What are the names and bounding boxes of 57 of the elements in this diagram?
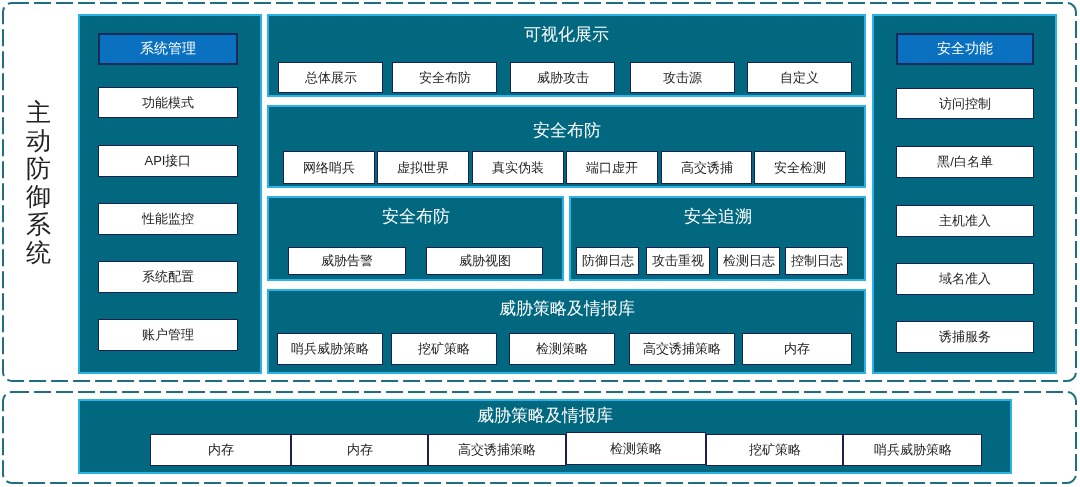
feature-box: 内存	[150, 434, 291, 466]
feature-box: 诱捕服务	[896, 321, 1034, 353]
module-panel	[267, 196, 564, 281]
feature-box: 黑/白名单	[896, 146, 1034, 178]
feature-box: 性能监控	[98, 203, 238, 235]
feature-box: 账户管理	[98, 319, 238, 351]
feature-box: 哨兵威胁策略	[843, 434, 982, 466]
feature-box: 安全检测	[754, 151, 846, 184]
feature-box: 访问控制	[896, 88, 1034, 119]
dashed-region	[2, 391, 1077, 484]
feature-box: 系统配置	[98, 261, 238, 293]
feature-box: 挖矿策略	[391, 333, 497, 365]
feature-box: 内存	[742, 333, 852, 365]
feature-box: 检测日志	[717, 247, 780, 275]
category-header: 系统管理	[98, 33, 238, 65]
panel-title: 安全布防	[532, 120, 601, 142]
feature-box: 内存	[291, 434, 428, 466]
module-panel	[78, 399, 1012, 474]
feature-box: API接口	[98, 145, 238, 177]
feature-box: 网络哨兵	[283, 151, 375, 184]
feature-box: 域名准入	[896, 263, 1034, 295]
dashed-region	[2, 2, 1077, 382]
feature-box: 检测策略	[509, 333, 615, 365]
feature-box: 功能模式	[98, 87, 238, 118]
panel-title: 威胁策略及情报库	[498, 298, 635, 320]
panel-title: 可视化展示	[524, 24, 609, 46]
column-panel	[872, 14, 1057, 374]
feature-box: 高交诱捕策略	[629, 333, 735, 365]
feature-box: 哨兵威胁策略	[277, 333, 383, 365]
feature-box: 威胁告警	[288, 247, 406, 275]
column-panel	[78, 14, 262, 374]
feature-box: 攻击源	[630, 62, 735, 93]
feature-box: 防御日志	[576, 247, 639, 275]
feature-box: 威胁视图	[426, 247, 543, 275]
module-panel	[267, 14, 866, 97]
feature-box: 总体展示	[278, 62, 383, 93]
feature-box: 自定义	[747, 62, 852, 93]
category-header: 安全功能	[896, 33, 1034, 65]
region-title: 主动防御系统	[24, 98, 52, 266]
feature-box: 真实伪装	[472, 151, 564, 184]
feature-box: 端口虚开	[566, 151, 658, 184]
feature-box: 高交诱捕	[661, 151, 752, 184]
feature-box: 主机准入	[896, 205, 1034, 237]
feature-box: 控制日志	[785, 247, 848, 275]
feature-box: 攻击重视	[646, 247, 710, 275]
module-panel	[267, 105, 866, 188]
feature-box: 检测策略	[566, 432, 706, 465]
module-panel	[569, 196, 866, 281]
feature-box: 挖矿策略	[706, 434, 843, 466]
feature-box: 高交诱捕策略	[428, 434, 566, 466]
feature-box: 威胁攻击	[510, 62, 615, 93]
panel-title: 威胁策略及情报库	[477, 405, 613, 427]
feature-box: 虚拟世界	[377, 151, 469, 184]
feature-box: 安全布防	[392, 62, 497, 93]
panel-title: 安全追溯	[683, 206, 752, 228]
module-panel	[267, 289, 866, 374]
panel-title: 安全布防	[381, 206, 450, 228]
